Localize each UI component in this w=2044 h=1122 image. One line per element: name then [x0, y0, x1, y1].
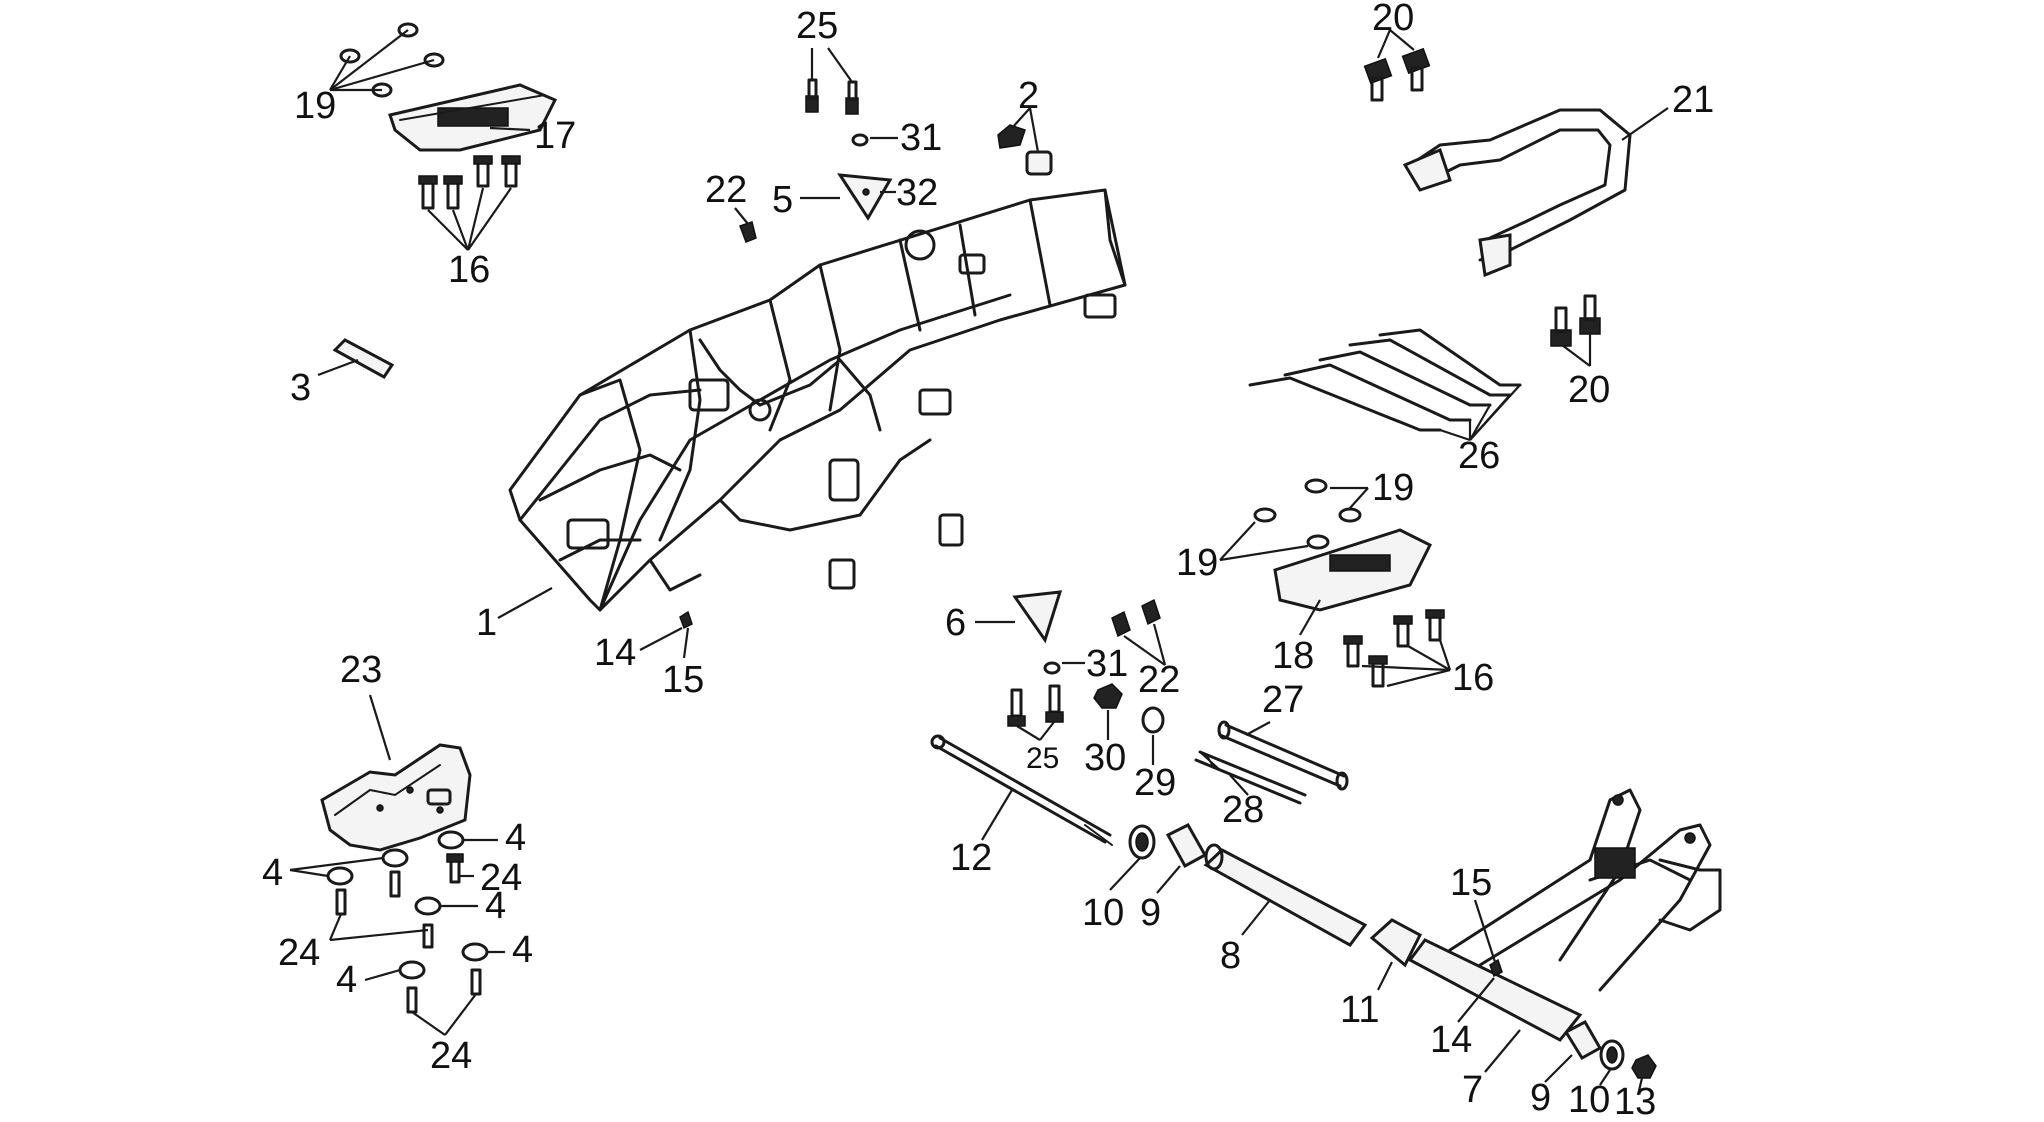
plate-6-part: [1012, 590, 1063, 644]
label-18: 18: [1272, 635, 1314, 677]
label-7: 7: [1462, 1069, 1483, 1111]
label-20-lower: 20: [1568, 369, 1610, 411]
bolt-20-upper-part: [1363, 47, 1431, 102]
label-11: 11: [1340, 989, 1379, 1031]
washer-19-upper-part: [339, 22, 445, 98]
bolt-16-lower-part: [1343, 609, 1445, 688]
bolt-14-frame-part: [679, 610, 693, 630]
cap-2-part: [997, 124, 1053, 176]
label-14-swingarm: 14: [1430, 1019, 1472, 1061]
plate-5-part: [837, 173, 893, 221]
label-16-upper: 16: [448, 249, 490, 291]
footrest-lower-right-part: [1273, 528, 1433, 612]
label-22-upper: 22: [705, 169, 747, 211]
label-10-right: 10: [1568, 1079, 1610, 1117]
washer-19-lower-part: [1253, 478, 1362, 550]
sleeve-9-left-part: [1165, 823, 1208, 869]
label-15-swingarm: 15: [1450, 862, 1492, 904]
label-21: 21: [1672, 79, 1714, 121]
bolt-25-lower-part: [1007, 684, 1064, 727]
callout-labels: 1 2 3 4 4 4 4 4 4 5 6 7 8 9 9 10 10 11 1…: [262, 0, 1714, 1122]
bolt-20-lower-part: [1550, 294, 1601, 347]
bolt-25-upper-part: [805, 78, 859, 115]
pin-27-part: [1217, 720, 1349, 791]
label-31-lower: 31: [1086, 643, 1128, 685]
label-4-b: 4: [505, 817, 526, 859]
label-19-lower-left: 19: [1176, 542, 1218, 584]
label-9-right: 9: [1530, 1077, 1551, 1117]
label-4-e: 4: [336, 959, 357, 1001]
label-15-frame: 15: [662, 659, 704, 701]
washer-31-upper-part: [851, 133, 869, 147]
label-25-lower: 25: [1026, 742, 1059, 775]
footrest-upper-left-part: [388, 83, 558, 152]
label-32: 32: [896, 172, 938, 214]
label-28: 28: [1222, 789, 1264, 831]
label-8: 8: [1220, 935, 1241, 977]
label-27: 27: [1262, 679, 1304, 721]
label-4-a: 4: [262, 852, 283, 894]
label-19-lower-right: 19: [1372, 467, 1414, 509]
label-24-b: 24: [278, 932, 320, 974]
sleeve-9-right-part: [1563, 1020, 1603, 1061]
label-17: 17: [534, 115, 576, 157]
label-12: 12: [950, 837, 992, 879]
leader-lines: [289, 29, 1669, 1096]
bolt-22-lower-part: [1111, 598, 1161, 638]
label-4-d: 4: [512, 929, 533, 971]
label-30: 30: [1084, 737, 1126, 779]
bracket-3-part: [332, 338, 395, 379]
bearing-10-right-part: [1599, 1039, 1625, 1071]
label-25-upper: 25: [796, 5, 838, 47]
label-26: 26: [1458, 435, 1500, 477]
label-20-upper: 20: [1372, 0, 1414, 39]
label-16-lower: 16: [1452, 657, 1494, 699]
grab-handle-21-part: [1402, 108, 1632, 278]
label-23: 23: [340, 649, 382, 691]
label-24-a: 24: [480, 857, 522, 899]
bearing-10-left-part: [1128, 824, 1156, 860]
label-4-c: 4: [485, 885, 506, 927]
label-29: 29: [1134, 762, 1176, 804]
washer-4-set-part: [326, 830, 489, 980]
washer-29-part: [1141, 706, 1165, 734]
label-14-frame: 14: [594, 632, 636, 674]
tube-8-part: [1203, 843, 1368, 947]
axle-12-part: [930, 734, 1113, 846]
rack-rails-26-part: [1248, 328, 1522, 432]
label-3: 3: [290, 367, 311, 409]
washer-31-lower-part: [1043, 661, 1061, 675]
nut-13-part: [1631, 1054, 1657, 1079]
pin-28-part: [1194, 750, 1307, 805]
label-19-upper: 19: [294, 85, 336, 127]
main-frame-part: [508, 188, 1127, 612]
label-10-left: 10: [1082, 892, 1124, 934]
label-13: 13: [1614, 1081, 1656, 1117]
bolt-16-upper-part: [418, 155, 521, 210]
sleeve-11-part: [1369, 918, 1422, 968]
label-9-left: 9: [1140, 892, 1161, 934]
label-31-upper: 31: [900, 117, 942, 159]
cover-plate-23-part: [320, 743, 472, 852]
bolt-24-set-part: [335, 853, 482, 1014]
label-5: 5: [772, 179, 793, 221]
bolt-22-upper-part: [739, 221, 757, 243]
label-1: 1: [476, 602, 497, 644]
nut-30-part: [1093, 683, 1123, 709]
swingarm-7-part: [1407, 788, 1722, 1042]
label-22-lower: 22: [1138, 659, 1180, 701]
label-2: 2: [1018, 75, 1039, 117]
label-6: 6: [945, 602, 966, 644]
label-24-c: 24: [430, 1035, 472, 1077]
